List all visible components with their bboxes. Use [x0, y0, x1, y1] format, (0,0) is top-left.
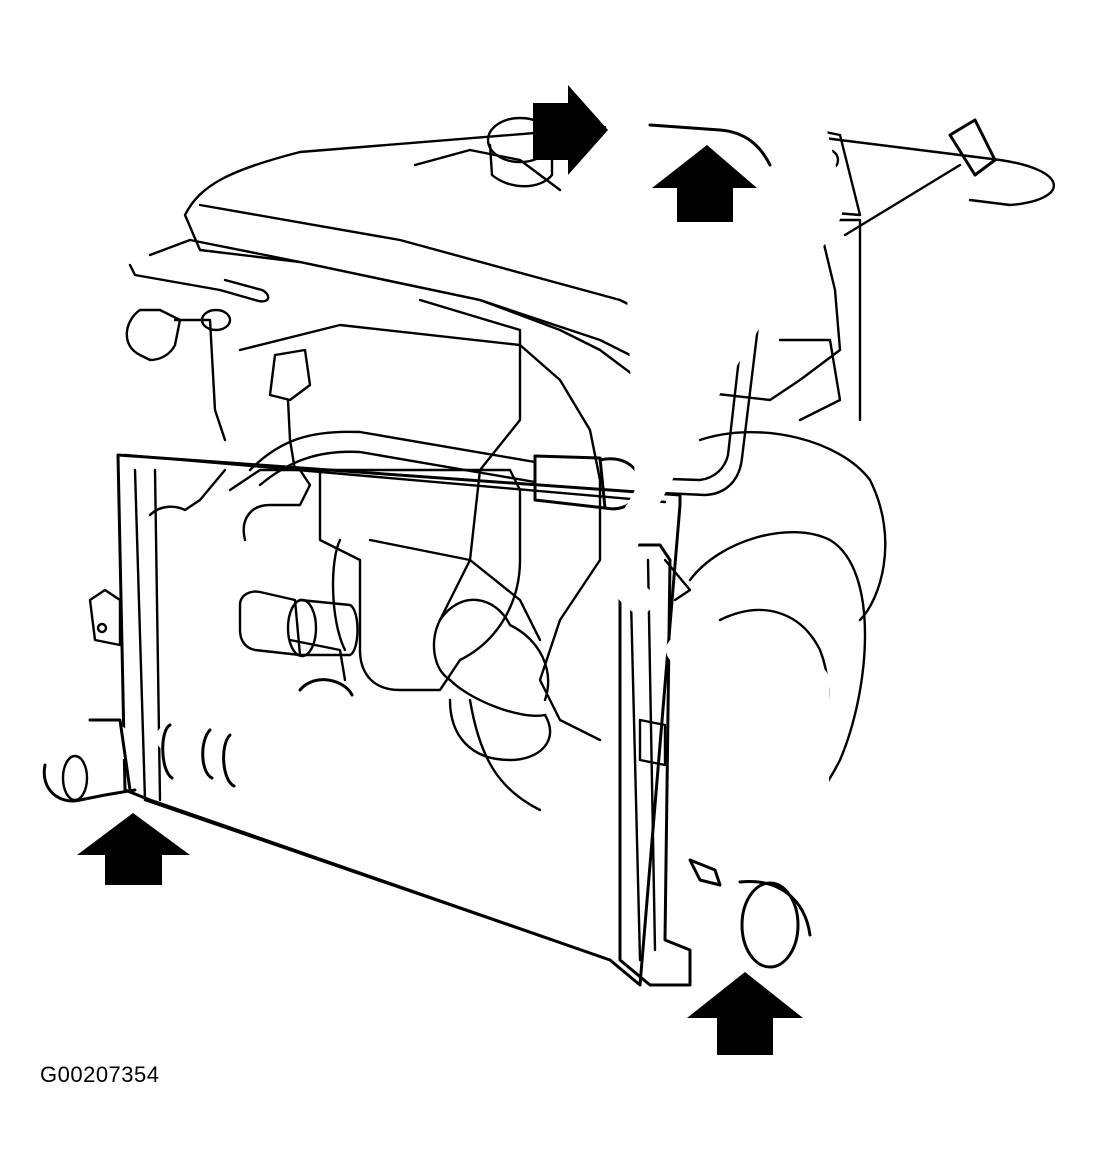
coolant-pipes-left	[125, 263, 312, 542]
upper-radiator-hose	[606, 73, 844, 614]
arrow-intercooler-hose	[687, 972, 803, 1055]
figure-id-label: G00207354	[40, 1062, 160, 1087]
intercooler	[618, 543, 692, 987]
arrow-upper-hose-top-left	[533, 85, 608, 175]
thermostat-hose	[238, 590, 359, 658]
water-pump-hose	[432, 598, 552, 762]
lower-radiator-hose	[156, 638, 354, 788]
expansion-tank	[318, 468, 522, 692]
arrow-lower-radiator-hose	[77, 813, 190, 885]
callout-arrows	[77, 85, 803, 1055]
arrow-upper-hose-top	[652, 145, 757, 222]
intercooler-hose	[666, 631, 829, 969]
radiator	[88, 453, 682, 987]
lower-left-outlet-hose	[42, 717, 139, 803]
